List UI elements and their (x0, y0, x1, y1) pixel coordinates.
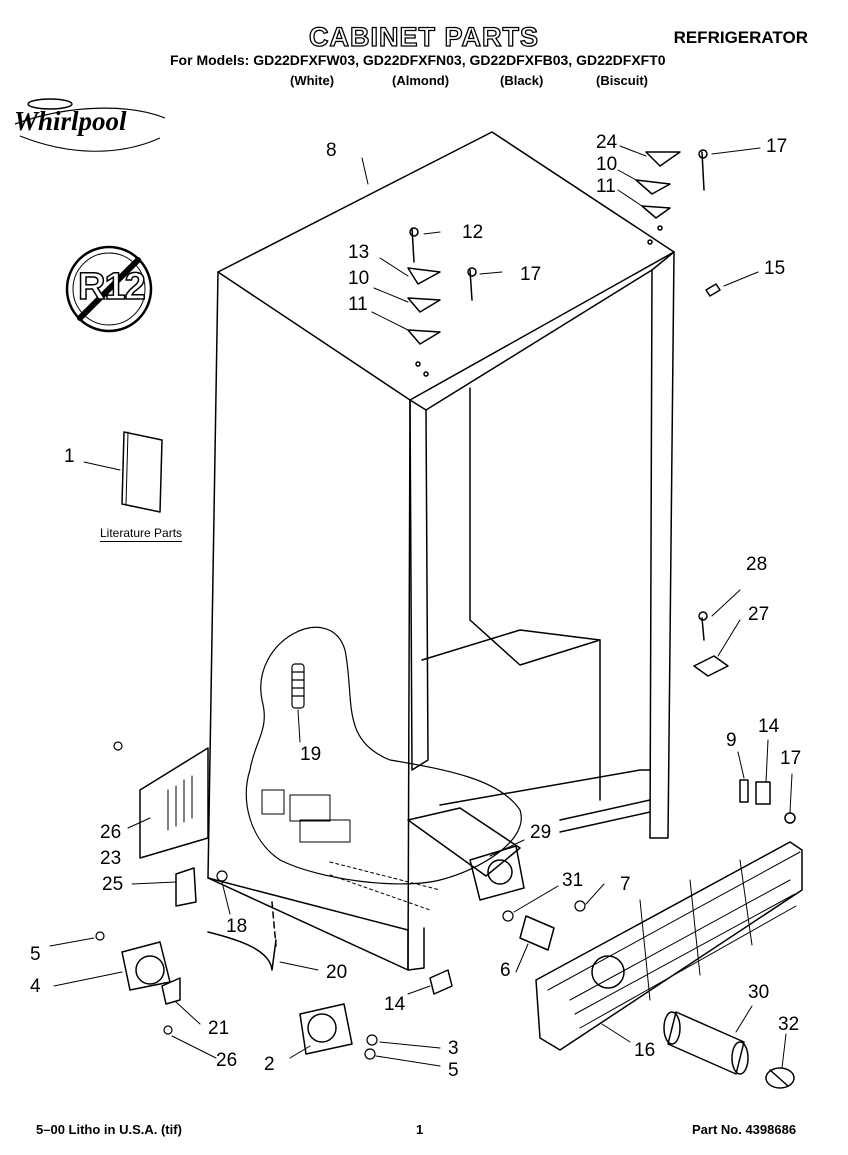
callout-16: 16 (634, 1040, 656, 1061)
callout-17-right: 17 (780, 748, 802, 769)
callout-3: 3 (448, 1038, 459, 1059)
color-biscuit: (Biscuit) (596, 73, 648, 88)
roller-4 (122, 942, 170, 990)
callout-5-left: 5 (30, 944, 41, 965)
footer-litho: 5–00 Litho in U.S.A. (tif) (36, 1122, 182, 1137)
callout-leaders (50, 146, 792, 1068)
color-almond: (Almond) (392, 73, 450, 88)
callout-7: 7 (620, 874, 631, 895)
callout-11-left: 11 (348, 294, 368, 315)
callout-6: 6 (500, 960, 511, 981)
callout-23: 23 (100, 848, 122, 869)
toe-grille (536, 842, 802, 1050)
bracket-25 (176, 868, 196, 906)
whirlpool-logo (14, 98, 166, 152)
badge-text: R12 (77, 265, 146, 309)
callout-1: 1 (64, 446, 75, 467)
callout-17-mid: 17 (520, 264, 542, 285)
rear-panel (140, 748, 208, 858)
callout-26-bottom: 26 (216, 1050, 238, 1071)
top-hinge-right (636, 150, 707, 244)
clip-part (706, 284, 720, 296)
product-name: REFRIGERATOR (673, 28, 808, 47)
spring-part (292, 664, 304, 708)
tube-20 (208, 932, 276, 970)
callout-24: 24 (596, 132, 618, 153)
literature-parts-label: Literature Parts (100, 526, 183, 542)
bracket-27 (694, 612, 728, 676)
callout-13: 13 (348, 242, 370, 263)
callout-31: 31 (562, 870, 584, 891)
callout-10-right: 10 (596, 154, 618, 175)
callout-27: 27 (748, 604, 770, 625)
footer-page-number: 1 (416, 1122, 424, 1137)
callout-9: 9 (726, 730, 737, 751)
cabinet-shell (208, 132, 674, 970)
page-title: CABINET PARTS (308, 21, 539, 52)
screws (96, 742, 585, 1059)
callout-19: 19 (300, 744, 322, 765)
callout-12: 12 (462, 222, 484, 243)
callout-4: 4 (30, 976, 41, 997)
callout-20: 20 (326, 962, 348, 983)
callout-18: 18 (226, 916, 248, 937)
bracket-6 (520, 916, 554, 950)
callout-28: 28 (746, 554, 768, 575)
callout-25: 25 (102, 874, 124, 895)
callout-32: 32 (778, 1014, 800, 1035)
bracket-21 (162, 978, 180, 1004)
callout-11-right: 11 (596, 176, 616, 197)
callout-14-bottom: 14 (384, 994, 406, 1015)
callout-8: 8 (326, 140, 337, 161)
callout-30: 30 (748, 982, 770, 1003)
color-white: (White) (290, 73, 335, 88)
callout-17-top: 17 (766, 136, 788, 157)
callout-21: 21 (208, 1018, 230, 1039)
callout-5-right: 5 (448, 1060, 459, 1081)
color-black: (Black) (500, 73, 544, 88)
callout-10-left: 10 (348, 268, 370, 289)
callout-14-right: 14 (758, 716, 780, 737)
models-line: For Models: GD22DFXFW03, GD22DFXFN03, GD… (170, 52, 666, 68)
bracket-9 (740, 780, 795, 823)
no-r12-icon (67, 247, 151, 331)
callout-26-left: 26 (100, 822, 122, 843)
logo-text: Whirlpool (14, 106, 127, 136)
callout-2: 2 (264, 1054, 275, 1075)
filter-cap (766, 1068, 794, 1088)
roller-2 (300, 1004, 352, 1054)
callout-29: 29 (530, 822, 552, 843)
literature-booklet (122, 432, 162, 512)
footer-part-number: Part No. 4398686 (692, 1122, 797, 1137)
water-filter (664, 1012, 748, 1074)
clip-14 (430, 970, 452, 994)
callout-15: 15 (764, 258, 786, 279)
top-hinge-left (408, 228, 476, 376)
